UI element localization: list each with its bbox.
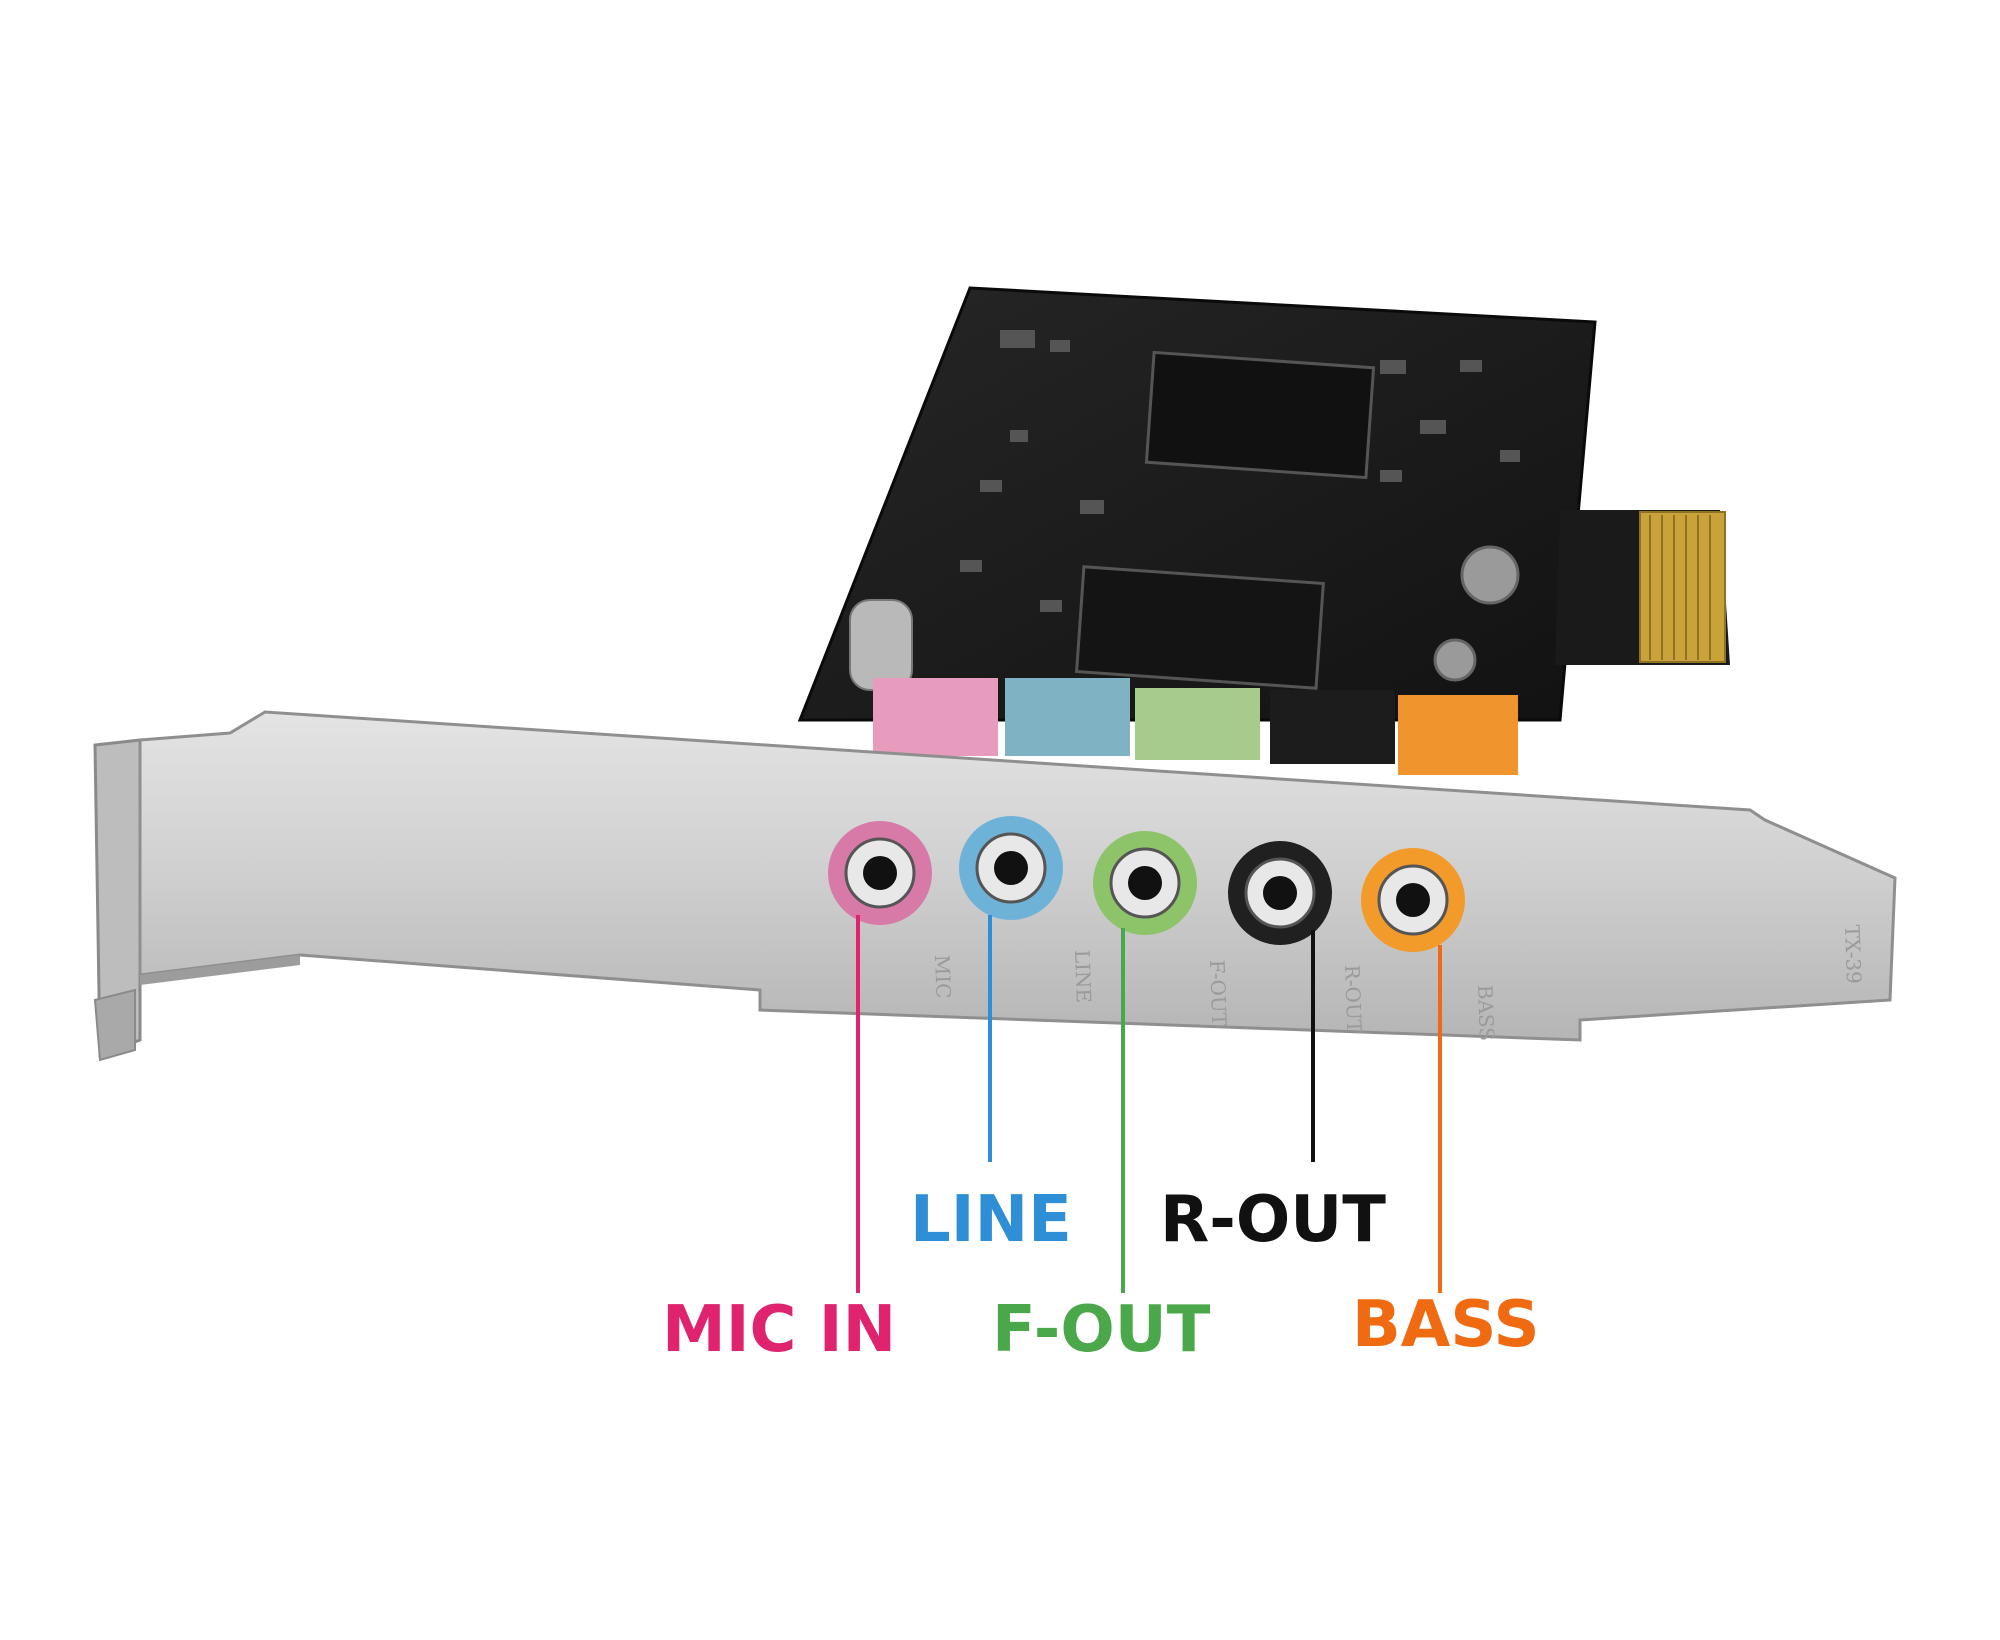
- main-chip: [1144, 350, 1376, 480]
- crystal-oscillator: [849, 599, 913, 691]
- jack-housings: [873, 678, 1518, 775]
- secondary-chip: [1074, 565, 1325, 690]
- bracket-model-text: TX-39: [1840, 924, 1866, 984]
- bracket-text-line: LINE: [1070, 949, 1096, 1003]
- jack-rout: [1228, 841, 1332, 945]
- callout-lines: [856, 915, 1442, 1293]
- jack-fout: [1093, 831, 1197, 935]
- bracket-text-bass: BASS: [1473, 984, 1499, 1041]
- capacitor: [1433, 638, 1477, 682]
- bracket-text-fout: F-OUT: [1205, 959, 1231, 1027]
- callout-mic-in: MIC IN: [662, 1293, 897, 1367]
- jack-line: [959, 816, 1063, 920]
- audio-jacks: [828, 816, 1465, 952]
- callout-line: LINE: [910, 1183, 1072, 1257]
- gold-fingers: [1639, 511, 1726, 663]
- jack-bass: [1361, 848, 1465, 952]
- pcb-board: [797, 286, 1730, 722]
- callout-f-out: F-OUT: [992, 1293, 1211, 1367]
- capacitor: [1460, 545, 1520, 605]
- callout-bass: BASS: [1352, 1288, 1540, 1362]
- bracket-text-mic: MIC: [930, 954, 956, 998]
- jack-mic: [828, 821, 932, 925]
- callout-r-out: R-OUT: [1160, 1183, 1386, 1257]
- bracket-text-rout: R-OUT: [1340, 964, 1366, 1034]
